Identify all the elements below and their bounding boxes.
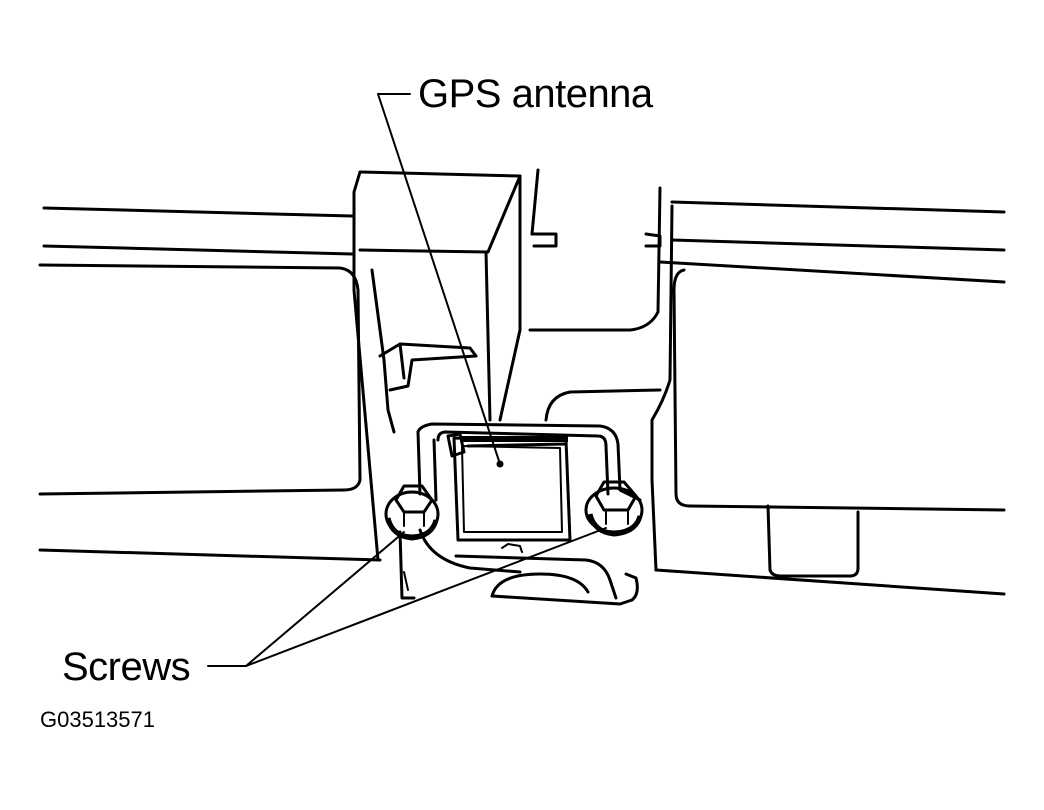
dashboard-panel-left: [38, 206, 382, 562]
screw-left: [384, 484, 440, 541]
figure-code: G03513571: [40, 707, 155, 732]
antenna-mounting-plate: [398, 422, 642, 606]
dashboard-panel-right: [654, 200, 1006, 596]
leader-lines: [207, 93, 607, 667]
center-bracket: [352, 168, 674, 572]
screws-leader-right: [245, 527, 607, 667]
gps-antenna-callout: GPS antenna: [418, 72, 653, 116]
screw-right: [584, 480, 644, 537]
screws-callout: Screws: [62, 645, 191, 689]
screws-leader-left: [245, 531, 405, 667]
gps-antenna-module: [446, 432, 572, 542]
gps-leader-line: [377, 93, 501, 465]
